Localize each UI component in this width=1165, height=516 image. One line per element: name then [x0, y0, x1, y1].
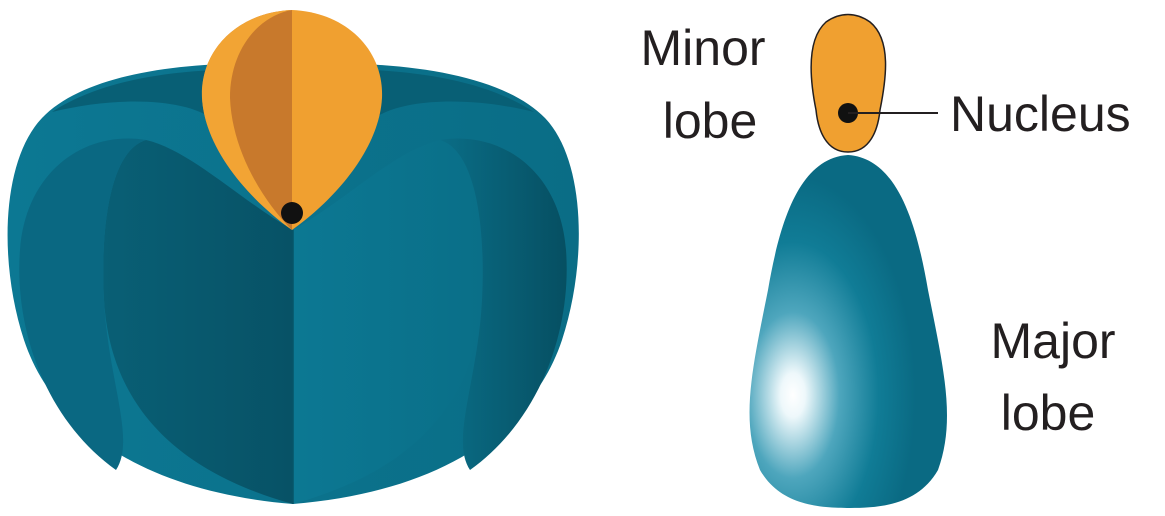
orbital-3d-view [8, 10, 579, 504]
major-lobe-label-line2: lobe [1001, 385, 1096, 441]
orbital-cross-section: Minor lobe Nucleus Major lobe [641, 15, 1131, 509]
minor-lobe-label: Minor lobe [641, 20, 780, 149]
major-lobe-label: Major lobe [991, 313, 1130, 441]
major-lobe-label-line1: Major [991, 313, 1116, 369]
major-lobe-2d [750, 155, 947, 508]
nucleus-label: Nucleus [950, 86, 1131, 142]
minor-lobe-2d [811, 15, 885, 153]
minor-lobe-label-line1: Minor [641, 20, 766, 76]
minor-lobe-label-line2: lobe [663, 93, 758, 149]
nucleus-dot-3d [281, 202, 303, 224]
